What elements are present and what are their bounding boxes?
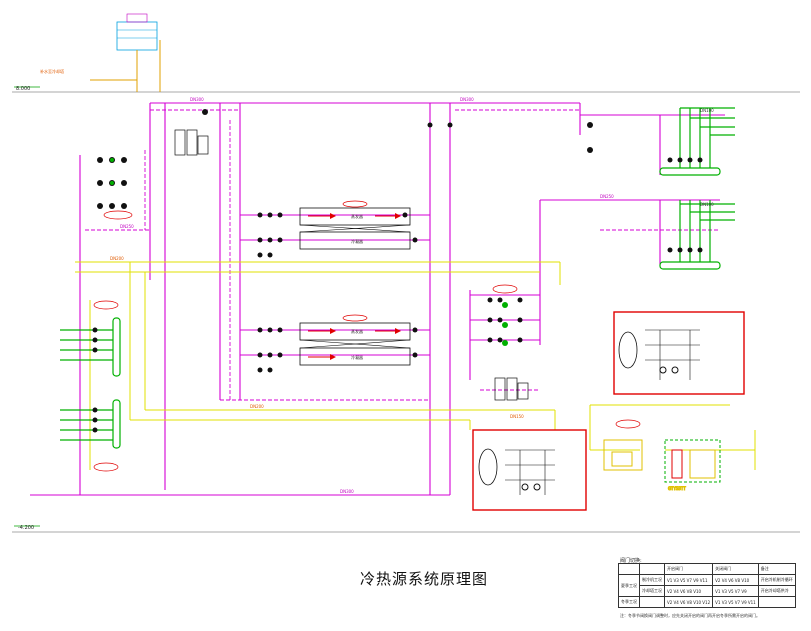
auxiliary-tanks xyxy=(174,129,529,401)
svg-text:DN100: DN100 xyxy=(700,202,714,207)
svg-text:DN150: DN150 xyxy=(510,414,524,419)
heat-exchanger-skid-right xyxy=(613,311,745,395)
table-row: 冬季工况 V2 V4 V6 V8 V10 V12 V1 V3 V5 V7 V9 … xyxy=(618,596,796,608)
svg-text:DN250: DN250 xyxy=(600,194,614,199)
chiller-upper-condenser: 冷凝器 xyxy=(351,238,363,244)
pump-groups xyxy=(92,109,703,433)
chiller-unit-upper: 蒸发器 冷凝器 xyxy=(299,200,411,250)
heating-water-pipes xyxy=(75,261,756,470)
table-row: 夏季工况 制冷机工况 V1 V3 V5 V7 V9 V11 V2 V4 V6 V… xyxy=(618,574,796,597)
cooling-water-pipes-dashed xyxy=(85,109,720,401)
callout-ellipses xyxy=(93,210,641,472)
chiller-lower-evaporator: 蒸发器 xyxy=(351,328,363,334)
legend-title: 阀门切换: xyxy=(620,558,642,564)
legend-note: 注：冬季节阀换阀门调整时，应先关闭开启的阀门再开启冬季所需开启的阀门。 xyxy=(620,613,760,618)
svg-text:DN300: DN300 xyxy=(460,97,474,102)
green-pumps xyxy=(110,158,508,346)
table-row: 冷却塔工况 V2 V4 V6 V8 V10 V1 V3 V5 V7 V9 开启冷… xyxy=(619,585,796,597)
chiller-upper-evaporator: 蒸发器 xyxy=(351,213,363,219)
drawing-title: 冷热源系统原理图 xyxy=(360,570,489,588)
chiller-unit-lower: 蒸发器 冷凝器 xyxy=(299,314,411,366)
svg-text:补水至冷却塔: 补水至冷却塔 xyxy=(40,68,64,74)
elevation-bottom: -4.200 xyxy=(18,525,34,531)
elevation-lines: 8.000 -4.200 xyxy=(12,86,800,533)
cooling-tower: 补水至冷却塔 xyxy=(40,13,161,92)
heat-exchanger-skid-left xyxy=(472,429,587,511)
valve-switch-table: 开启阀门 关闭阀门 备注 夏季工况 制冷机工况 V1 V3 V5 V7 V9 V… xyxy=(618,563,796,608)
chilled-water-pipes xyxy=(30,102,725,496)
table-header-row: 开启阀门 关闭阀门 备注 xyxy=(618,563,796,575)
pipe-size-tags: DN300 DN300 DN250 DN200 DN200 DN300 DN15… xyxy=(110,97,714,494)
svg-text:DN250: DN250 xyxy=(120,224,134,229)
boiler-units: GTYS3TT xyxy=(603,439,721,492)
svg-text:DN200: DN200 xyxy=(110,256,124,261)
svg-text:DN300: DN300 xyxy=(190,97,204,102)
distribution-headers xyxy=(60,107,735,449)
svg-text:DN300: DN300 xyxy=(340,489,354,494)
svg-text:DN100: DN100 xyxy=(700,108,714,113)
svg-text:DN200: DN200 xyxy=(250,404,264,409)
elevation-top: 8.000 xyxy=(16,86,30,92)
chiller-lower-condenser: 冷凝器 xyxy=(351,354,363,360)
svg-text:GTYS3TT: GTYS3TT xyxy=(668,486,686,491)
